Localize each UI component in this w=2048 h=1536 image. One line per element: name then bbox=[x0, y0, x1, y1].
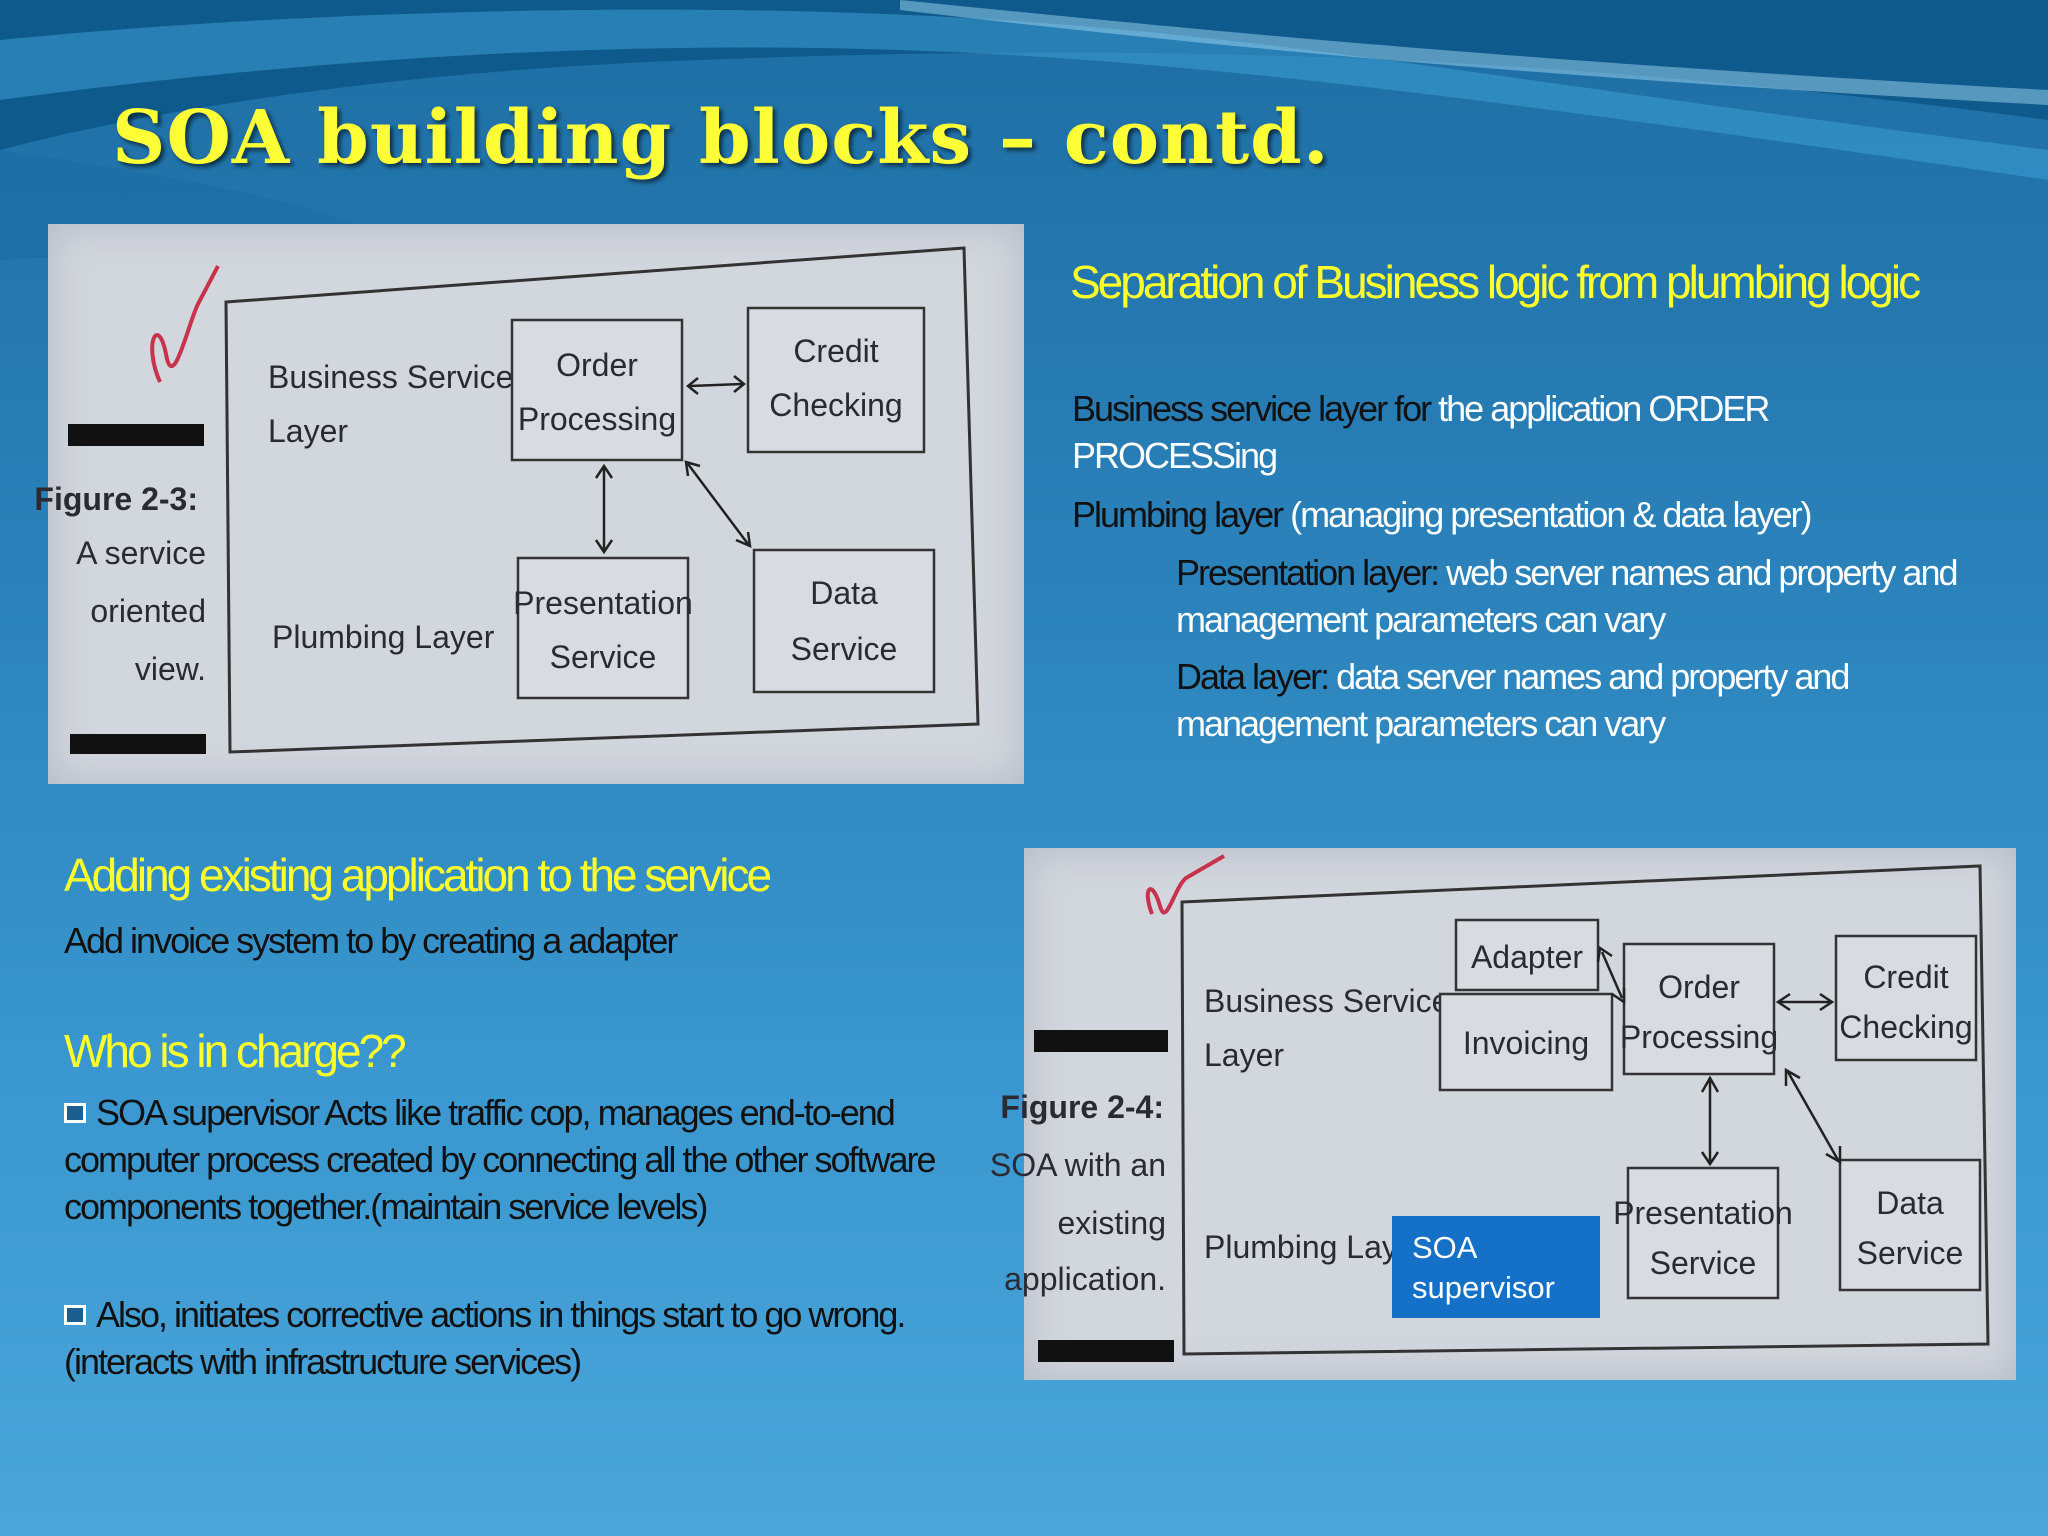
figure-caption-label: Figure 2-3: bbox=[34, 481, 198, 517]
presentation-service-box: Presentation bbox=[513, 585, 693, 621]
figure-caption-label: Figure 2-4: bbox=[1000, 1089, 1164, 1125]
diagram-text: Processing bbox=[518, 401, 676, 437]
diagram-text: Service bbox=[1857, 1235, 1964, 1271]
order-processing-box: Order bbox=[1658, 969, 1740, 1005]
adapter-box: Adapter bbox=[1471, 939, 1583, 975]
diagram-text: oriented bbox=[90, 593, 206, 629]
plumbing-layer-text: Plumbing layer (managing presentation & … bbox=[1072, 494, 1812, 535]
bullet-icon bbox=[64, 1305, 86, 1325]
business-layer-label: Business Service bbox=[268, 359, 513, 395]
diagram-text: Service bbox=[1650, 1245, 1757, 1281]
invoicing-box: Invoicing bbox=[1463, 1025, 1589, 1061]
data-service-box: Data bbox=[1876, 1185, 1944, 1221]
business-service-layer-text: Business service layer for the applicati… bbox=[1072, 388, 1770, 476]
diagram-text: existing bbox=[1058, 1205, 1167, 1241]
data-layer-text: Data layer: data server names and proper… bbox=[1176, 656, 1850, 744]
diagram-text: Service bbox=[791, 631, 898, 667]
figure-2-4-image: Figure 2-4: SOA with an existing applica… bbox=[990, 848, 2016, 1380]
slide-title: SOA building blocks – contd. bbox=[112, 95, 1330, 181]
diagram-text: A service bbox=[76, 535, 206, 571]
diagram-text: view. bbox=[135, 651, 206, 687]
who-is-in-charge-heading: Who is in charge?? bbox=[64, 1025, 407, 1077]
data-service-box: Data bbox=[810, 575, 878, 611]
diagram-text: SOA with an bbox=[990, 1147, 1166, 1183]
plumbing-layer-label: Plumbing Layer bbox=[1204, 1229, 1427, 1265]
adding-existing-app-heading: Adding existing application to the servi… bbox=[64, 849, 772, 901]
credit-checking-box: Credit bbox=[793, 333, 878, 369]
supervisor-bullet-2: Also, initiates corrective actions in th… bbox=[64, 1294, 906, 1382]
add-invoice-text: Add invoice system to by creating a adap… bbox=[64, 920, 678, 961]
diagram-text: Processing bbox=[1620, 1019, 1778, 1055]
separation-heading: Separation of Business logic from plumbi… bbox=[1070, 256, 1921, 308]
soa-supervisor-label: SOA supervisor bbox=[1392, 1216, 1600, 1318]
bullet-icon bbox=[64, 1103, 86, 1123]
business-layer-label: Business Service bbox=[1204, 983, 1449, 1019]
diagram-text: application. bbox=[1004, 1261, 1166, 1297]
order-processing-box: Order bbox=[556, 347, 638, 383]
presentation-service-box: Presentation bbox=[1613, 1195, 1793, 1231]
supervisor-bullet-1: SOA supervisor Acts like traffic cop, ma… bbox=[64, 1092, 937, 1227]
figure-2-3-image: Figure 2-3: A service oriented view. Bus… bbox=[34, 224, 1024, 784]
diagram-text: Layer bbox=[268, 413, 348, 449]
plumbing-layer-label: Plumbing Layer bbox=[272, 619, 495, 655]
diagram-text: Layer bbox=[1204, 1037, 1284, 1073]
diagram-text: Checking bbox=[1839, 1009, 1972, 1045]
diagram-text: Checking bbox=[769, 387, 902, 423]
presentation-layer-text: Presentation layer: web server names and… bbox=[1176, 552, 1958, 640]
credit-checking-box: Credit bbox=[1863, 959, 1948, 995]
diagram-text: Service bbox=[550, 639, 657, 675]
